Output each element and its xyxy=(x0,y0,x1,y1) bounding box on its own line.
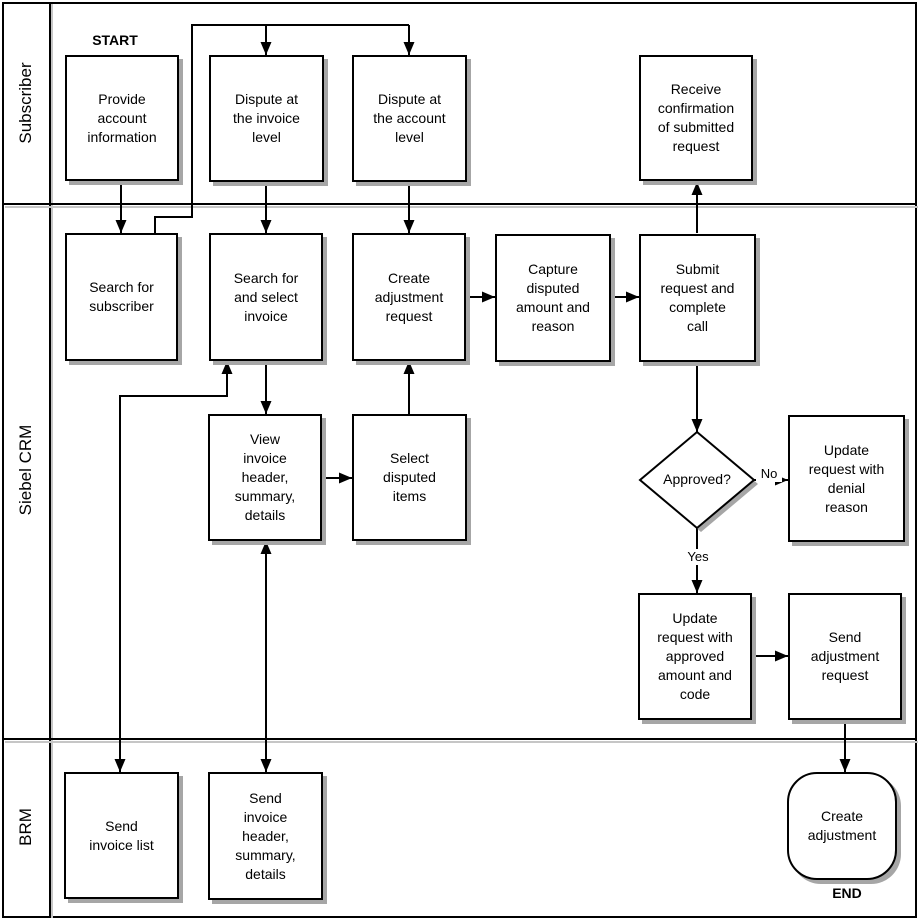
node-select-disputed-items: Select disputed items xyxy=(352,414,467,541)
node-search-for-subscriber: Search for subscriber xyxy=(65,233,178,361)
lane-divider-crm-brm xyxy=(2,738,915,740)
lane-header-divider xyxy=(49,2,51,916)
node-create-adjustment-request: Create adjustment request xyxy=(352,233,466,361)
decision-approved-shape xyxy=(638,430,758,532)
node-view-invoice-header: View invoice header, summary, details xyxy=(208,414,322,541)
start-marker: START xyxy=(92,32,138,48)
node-dispute-invoice-level: Dispute at the invoice level xyxy=(209,55,324,182)
decision-diamond xyxy=(638,430,756,530)
node-create-adjustment-terminator: Create adjustment xyxy=(787,772,897,880)
node-send-invoice-list: Send invoice list xyxy=(64,772,179,899)
node-send-invoice-header: Send invoice header, summary, details xyxy=(208,772,323,900)
node-provide-account-information: Provide account information xyxy=(65,55,179,181)
node-update-request-denial: Update request with denial reason xyxy=(788,415,905,542)
node-capture-disputed-amount: Capture disputed amount and reason xyxy=(495,234,611,362)
node-receive-confirmation: Receive confirmation of submitted reques… xyxy=(639,55,753,181)
decision-approved-label: Approved? xyxy=(663,471,731,487)
edge-label-no: No xyxy=(756,466,782,482)
node-search-select-invoice: Search for and select invoice xyxy=(209,233,323,361)
edge-label-yes: Yes xyxy=(679,549,717,565)
edge-search-invoice-send-invoice-list xyxy=(114,361,233,772)
edge-search-subscriber-to-disputes-trunk xyxy=(154,24,409,233)
end-marker: END xyxy=(832,885,862,901)
lane-divider-subscriber-crm xyxy=(2,203,915,205)
node-submit-request-complete-call: Submit request and complete call xyxy=(639,234,756,362)
node-send-adjustment-request: Send adjustment request xyxy=(788,593,902,720)
node-update-request-approved: Update request with approved amount and … xyxy=(638,593,752,720)
node-dispute-account-level: Dispute at the account level xyxy=(352,55,467,182)
